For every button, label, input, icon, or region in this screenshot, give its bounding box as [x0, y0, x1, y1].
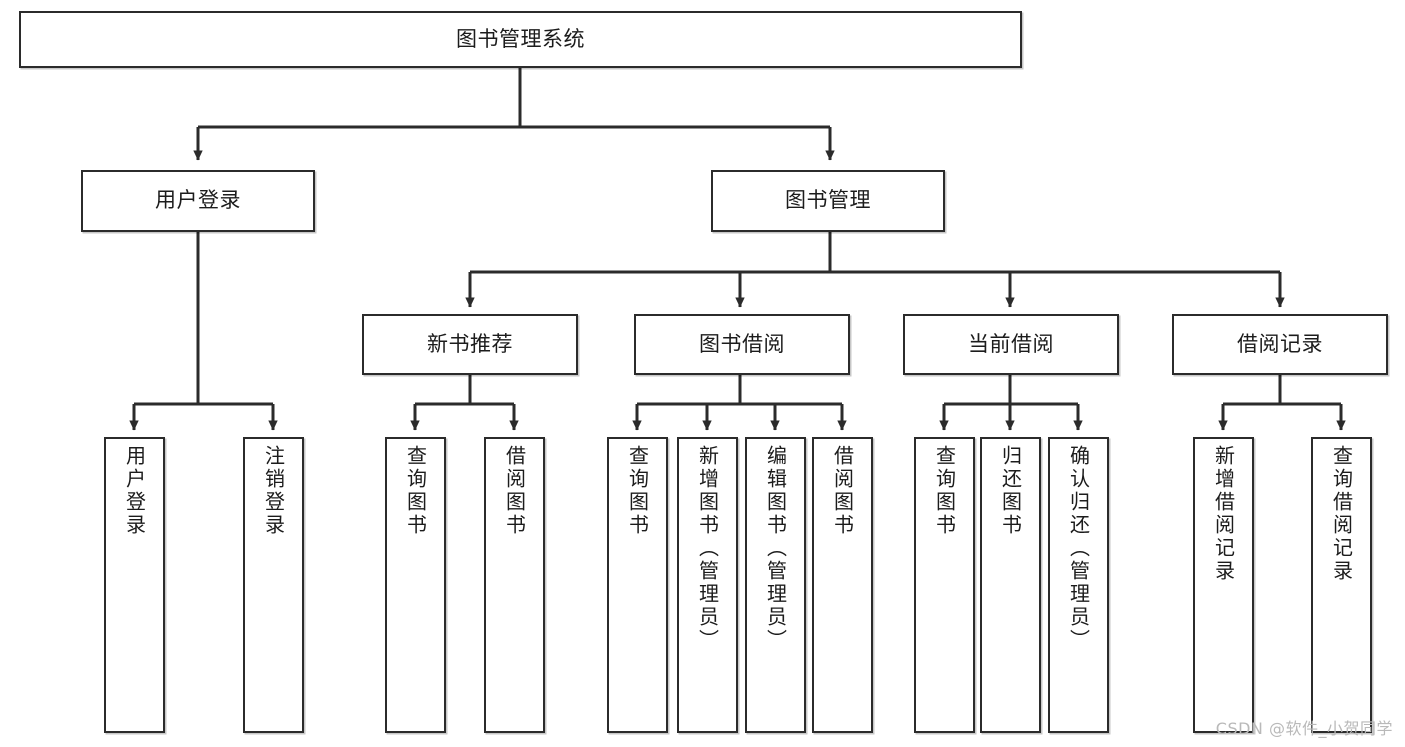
- node-leaf-edit-book-label: 编辑图书（管理员）: [763, 445, 788, 652]
- node-leaf-return-book[interactable]: 归还图书: [980, 437, 1041, 733]
- node-current-borrow-label: 当前借阅: [968, 331, 1054, 356]
- node-leaf-return-book-label: 归还图书: [998, 445, 1023, 537]
- node-leaf-edit-book[interactable]: 编辑图书（管理员）: [745, 437, 806, 733]
- node-leaf-query-book-3[interactable]: 查询图书: [914, 437, 975, 733]
- node-leaf-add-record-label: 新增借阅记录: [1211, 445, 1236, 583]
- node-book-management-label: 图书管理: [785, 188, 871, 213]
- node-borrow-record[interactable]: 借阅记录: [1172, 314, 1388, 375]
- node-leaf-confirm-return[interactable]: 确认归还（管理员）: [1048, 437, 1109, 733]
- node-leaf-query-record-label: 查询借阅记录: [1329, 445, 1354, 583]
- node-leaf-query-book-1[interactable]: 查询图书: [385, 437, 446, 733]
- node-borrow-record-label: 借阅记录: [1237, 331, 1323, 356]
- node-user-login-label: 用户登录: [155, 188, 241, 213]
- node-leaf-add-record[interactable]: 新增借阅记录: [1193, 437, 1254, 733]
- node-root-label: 图书管理系统: [456, 26, 585, 51]
- node-leaf-borrow-book-1[interactable]: 借阅图书: [484, 437, 545, 733]
- node-leaf-user-login[interactable]: 用户登录: [104, 437, 165, 733]
- node-leaf-borrow-book-2[interactable]: 借阅图书: [812, 437, 873, 733]
- node-leaf-borrow-book-1-label: 借阅图书: [502, 445, 527, 537]
- node-leaf-query-record[interactable]: 查询借阅记录: [1311, 437, 1372, 733]
- node-root[interactable]: 图书管理系统: [19, 11, 1022, 68]
- node-leaf-query-book-1-label: 查询图书: [403, 445, 428, 537]
- node-leaf-query-book-3-label: 查询图书: [932, 445, 957, 537]
- node-book-borrow-label: 图书借阅: [699, 331, 785, 356]
- node-leaf-add-book[interactable]: 新增图书（管理员）: [677, 437, 738, 733]
- node-leaf-logout-login[interactable]: 注销登录: [243, 437, 304, 733]
- node-leaf-query-book-2-label: 查询图书: [625, 445, 650, 537]
- node-leaf-logout-login-label: 注销登录: [261, 445, 286, 537]
- node-leaf-confirm-return-label: 确认归还（管理员）: [1066, 445, 1091, 652]
- node-leaf-add-book-label: 新增图书（管理员）: [695, 445, 720, 652]
- node-leaf-borrow-book-2-label: 借阅图书: [830, 445, 855, 537]
- node-leaf-query-book-2[interactable]: 查询图书: [607, 437, 668, 733]
- node-book-management[interactable]: 图书管理: [711, 170, 945, 232]
- node-new-book-recommend-label: 新书推荐: [427, 331, 513, 356]
- node-leaf-user-login-label: 用户登录: [122, 445, 147, 537]
- node-current-borrow[interactable]: 当前借阅: [903, 314, 1119, 375]
- node-new-book-recommend[interactable]: 新书推荐: [362, 314, 578, 375]
- node-user-login[interactable]: 用户登录: [81, 170, 315, 232]
- node-book-borrow[interactable]: 图书借阅: [634, 314, 850, 375]
